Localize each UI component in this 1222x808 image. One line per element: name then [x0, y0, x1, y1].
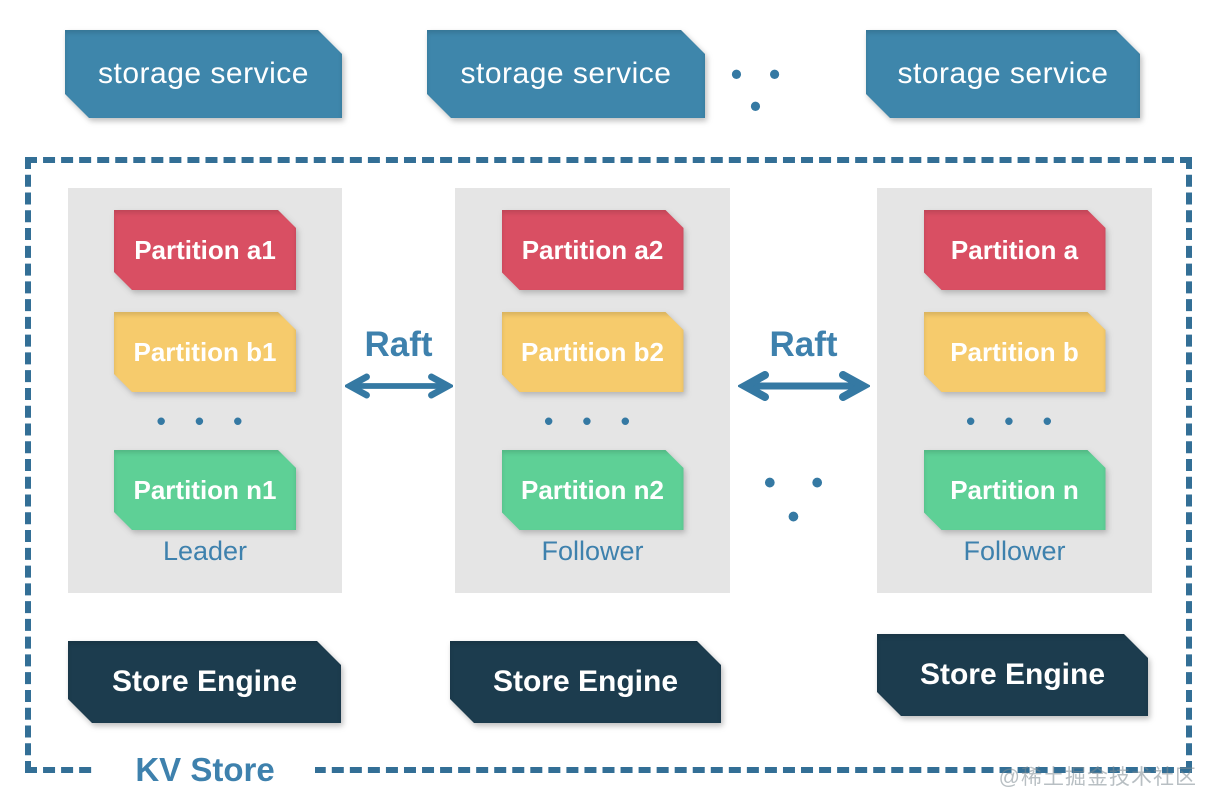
partition-label: Partition n	[950, 474, 1079, 505]
store-engine-shape: Store Engine	[68, 641, 341, 723]
partition-box-a2: Partition a2	[502, 210, 684, 290]
partition-box-b: Partition b	[924, 312, 1106, 392]
partition-box-b2: Partition b2	[502, 312, 684, 392]
storage-service-box-2: storage service	[427, 30, 705, 118]
store-engine-shape: Store Engine	[450, 641, 721, 723]
partition-shape: Partition a2	[502, 210, 684, 290]
storage-service-box-3: storage service	[866, 30, 1140, 118]
store-engine-box-1: Store Engine	[68, 641, 341, 723]
partition-shape: Partition n1	[114, 450, 296, 530]
partition-shape: Partition b	[924, 312, 1106, 392]
store-engine-label: Store Engine	[919, 658, 1106, 691]
partition-label: Partition b2	[520, 336, 664, 367]
ellipsis-dots-top: • • •	[730, 56, 790, 124]
partition-box-n1: Partition n1	[114, 450, 296, 530]
ellipsis-dots-middle: • • •	[763, 464, 837, 536]
store-engine-label: Store Engine	[111, 665, 298, 698]
watermark-text: @稀土掘金技术社区	[998, 766, 1197, 789]
ellipsis-dots-panel: • • •	[544, 406, 641, 436]
raft-label: Raft	[364, 325, 433, 364]
storage-service-shape: storage service	[427, 30, 705, 118]
partition-label: Partition n2	[520, 474, 664, 505]
partition-shape: Partition b2	[502, 312, 684, 392]
store-engine-box-2: Store Engine	[450, 641, 721, 723]
kv-store-title: KV Store	[95, 745, 315, 795]
partition-label: Partition b	[950, 336, 1079, 367]
partition-shape: Partition n2	[502, 450, 684, 530]
store-engine-label: Store Engine	[492, 665, 679, 698]
raft-arrow-icon	[344, 373, 453, 399]
partition-label: Partition a2	[521, 234, 664, 265]
storage-service-label: storage service	[897, 57, 1109, 90]
store-engine-shape: Store Engine	[877, 634, 1148, 716]
partition-shape: Partition b1	[114, 312, 296, 392]
store-engine-box-3: Store Engine	[877, 634, 1148, 716]
storage-service-label: storage service	[98, 57, 309, 90]
partition-label: Partition b1	[133, 336, 277, 367]
storage-service-shape: storage service	[65, 30, 342, 118]
kv-store-boundary	[25, 157, 1192, 773]
node-role-label: Leader	[162, 536, 248, 566]
partition-shape: Partition a	[924, 210, 1106, 290]
node-role-label: Follower	[963, 536, 1066, 566]
ellipsis-dots-panel: • • •	[966, 406, 1063, 436]
node-panel-leader: Partition a1 Partition b1 • • • Partitio…	[68, 188, 342, 593]
partition-shape: Partition a1	[114, 210, 296, 290]
raft-connector-1: Raft	[342, 325, 455, 401]
partition-label: Partition a1	[134, 234, 276, 265]
partition-box-n2: Partition n2	[502, 450, 684, 530]
partition-label: Partition n1	[133, 474, 277, 505]
raft-connector-2: Raft	[730, 325, 877, 401]
partition-box-a: Partition a	[924, 210, 1106, 290]
partition-shape: Partition n	[924, 450, 1106, 530]
ellipsis-dots-panel: • • •	[156, 406, 254, 436]
node-panel-follower-2: Partition a Partition b • • • Partition …	[877, 188, 1152, 593]
partition-box-b1: Partition b1	[114, 312, 296, 392]
partition-label: Partition a	[950, 234, 1079, 265]
partition-box-n: Partition n	[924, 450, 1106, 530]
raft-label: Raft	[769, 325, 838, 364]
storage-service-shape: storage service	[866, 30, 1140, 118]
storage-service-label: storage service	[460, 57, 672, 90]
storage-service-box-1: storage service	[65, 30, 342, 118]
raft-arrow-icon	[737, 371, 870, 401]
partition-box-a1: Partition a1	[114, 210, 296, 290]
node-role-label: Follower	[541, 536, 644, 566]
node-panel-follower-1: Partition a2 Partition b2 • • • Partitio…	[455, 188, 730, 593]
